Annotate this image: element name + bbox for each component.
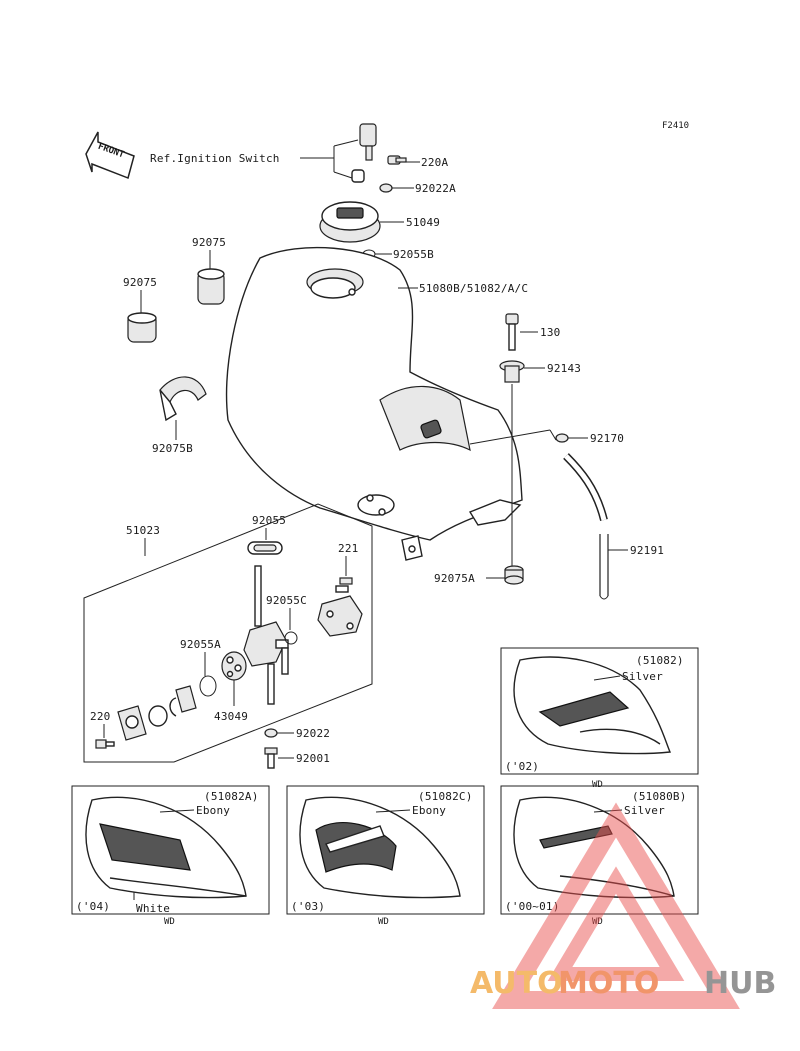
- variant-51082c-year: ('03): [291, 900, 325, 913]
- label-220: 220: [90, 710, 110, 723]
- label-92055a: 92055A: [180, 638, 221, 651]
- variant-51082a-wd: WD: [164, 917, 175, 927]
- variant-51082c-wd: WD: [378, 917, 389, 927]
- tap-cover-icon: [317, 595, 363, 637]
- variant-51082-color: Silver: [622, 670, 663, 683]
- rubber-92075-left-icon: [127, 312, 157, 343]
- variant-51080b-part: (51080B): [632, 790, 687, 803]
- fuel-cap-icon: [319, 201, 381, 243]
- label-51023: 51023: [126, 524, 160, 537]
- variant-51082a-color2: White: [136, 902, 170, 915]
- tank-51080b-icon: [513, 796, 675, 899]
- tank-51082a-icon: [85, 796, 247, 899]
- automotohub-watermark: AUTO MOTO HUB: [470, 802, 776, 1009]
- variant-51080b-year: ('00~01): [505, 900, 560, 913]
- label-92075a: 92075A: [434, 572, 475, 585]
- fuel-tank-icon: [225, 246, 523, 561]
- variant-51082c-color: Ebony: [412, 804, 446, 817]
- o-ring-92055a-icon: [199, 675, 217, 697]
- screw-221-icon: [335, 577, 353, 593]
- label-92001: 92001: [296, 752, 330, 765]
- rubber-92075b-icon: [159, 376, 207, 422]
- variant-51082a-year: ('04): [76, 900, 110, 913]
- variant-51082-panel: [500, 647, 699, 775]
- bolt-130-icon: [505, 313, 519, 351]
- fuel-tap-icon: [243, 565, 289, 705]
- o-ring-92055c-icon: [284, 631, 298, 645]
- plate-icon: [117, 705, 147, 741]
- figure-code: F2410: [662, 121, 689, 131]
- tank-51082c-icon: [299, 796, 461, 899]
- variant-51082c-part: (51082C): [418, 790, 473, 803]
- washer-92022-icon: [264, 728, 278, 738]
- variant-51082a-panel: [71, 785, 270, 915]
- tube-92191-icon: [599, 534, 609, 600]
- clip-92170-icon: [555, 433, 569, 443]
- label-92075-top: 92075: [192, 236, 226, 249]
- label-92170: 92170: [590, 432, 624, 445]
- label-92075b: 92075B: [152, 442, 193, 455]
- label-92143: 92143: [547, 362, 581, 375]
- label-92055: 92055: [252, 514, 286, 527]
- label-92191: 92191: [630, 544, 664, 557]
- key-icon: [351, 123, 377, 183]
- screw-220-icon: [95, 739, 115, 749]
- watermark-hub: HUB: [704, 966, 776, 1001]
- variant-51082-year: ('02): [505, 760, 539, 773]
- ignition-ref-label: Ref.Ignition Switch: [150, 152, 280, 165]
- hose-icon: [563, 453, 608, 522]
- label-130: 130: [540, 326, 560, 339]
- watermark-triangle-icon: [492, 802, 740, 1009]
- fuel-tap-assembly-box: [83, 503, 373, 763]
- tank-51082-icon: [513, 656, 672, 755]
- variant-51080b-color: Silver: [624, 804, 665, 817]
- variant-51082c-panel: [286, 785, 485, 915]
- variant-51082a-part: (51082A): [204, 790, 259, 803]
- variant-51082-part: (51082): [636, 654, 684, 667]
- label-51049: 51049: [406, 216, 440, 229]
- variant-51082a-color: Ebony: [196, 804, 230, 817]
- watermark-moto: MOTO: [558, 966, 659, 1001]
- variant-51080b-wd: WD: [592, 917, 603, 927]
- label-51080b: 51080B/51082/A/C: [419, 282, 528, 295]
- watermark-auto: AUTO: [470, 966, 563, 1001]
- washer-92022a-icon: [379, 183, 393, 193]
- rubber-92075a-icon: [504, 565, 524, 585]
- label-221: 221: [338, 542, 358, 555]
- label-92055b: 92055B: [393, 248, 434, 261]
- label-220a: 220A: [421, 156, 448, 169]
- label-92022a: 92022A: [415, 182, 456, 195]
- variant-51082-wd: WD: [592, 780, 603, 790]
- gasket-92055-icon: [247, 541, 283, 555]
- front-arrow-icon: FRONT: [85, 131, 135, 180]
- rubber-92075-top-icon: [197, 268, 225, 305]
- variant-51080b-panel: [500, 785, 699, 915]
- strainer-43049-icon: [221, 651, 247, 681]
- label-92055c: 92055C: [266, 594, 307, 607]
- label-92075-left: 92075: [123, 276, 157, 289]
- label-43049: 43049: [214, 710, 248, 723]
- screw-220a-icon: [387, 155, 407, 165]
- collar-92143-icon: [499, 360, 525, 383]
- lever-icon: [169, 685, 197, 717]
- bolt-92001-icon: [264, 747, 278, 769]
- washer-icon: [148, 705, 168, 727]
- label-92022: 92022: [296, 727, 330, 740]
